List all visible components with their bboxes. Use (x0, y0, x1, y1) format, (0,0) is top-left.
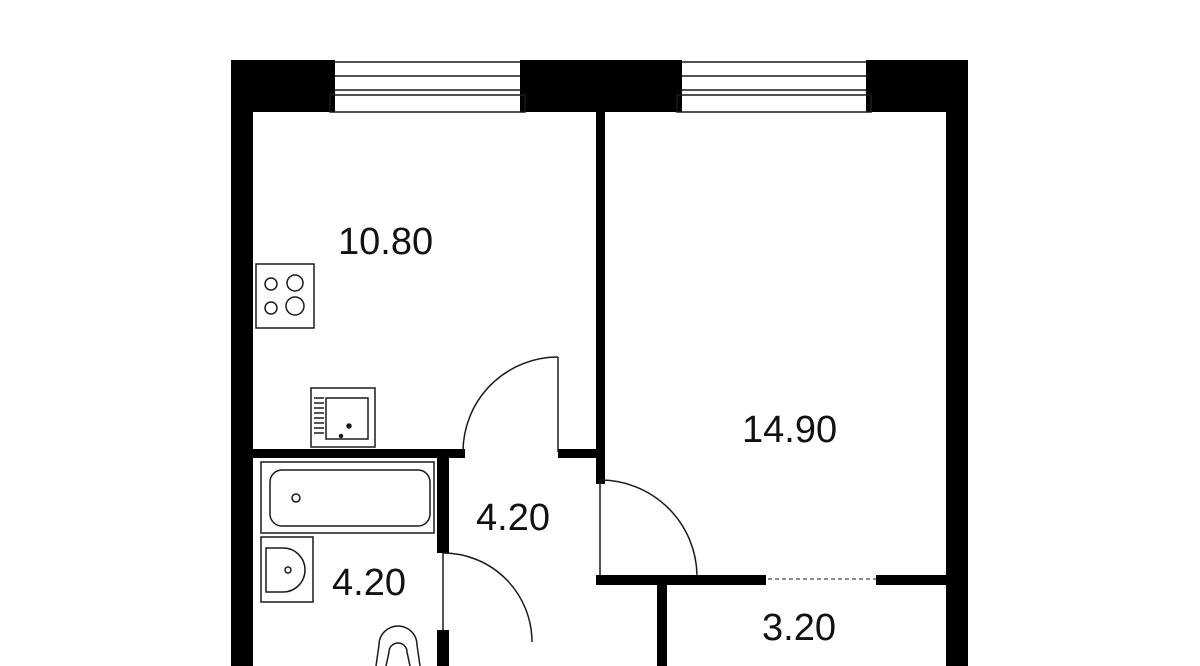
sink-icon (310, 387, 376, 448)
toilet-icon (375, 625, 421, 666)
wall-balcony-left (657, 585, 667, 666)
windows (329, 61, 872, 113)
walls (231, 60, 968, 666)
kitchen-area-label: 10.80 (338, 221, 433, 263)
wall-kitchen-bottom-left (253, 449, 465, 458)
bedroom-area-label: 14.90 (742, 409, 837, 451)
door-bedroom (599, 479, 698, 576)
door-kitchen (462, 356, 559, 453)
wall-top-left (231, 60, 335, 112)
hallway-area-label: 4.20 (476, 497, 550, 539)
window-right (676, 61, 872, 113)
wall-bedroom-bottom-left (596, 575, 766, 585)
wall-kitchen-bottom-right (558, 449, 604, 458)
washbasin-icon (260, 536, 314, 603)
balcony-area-label: 3.20 (762, 607, 836, 649)
door-bathroom (442, 552, 533, 643)
wall-top-right (866, 60, 968, 112)
wall-top-center (520, 60, 682, 112)
bathroom-area-label: 4.20 (332, 562, 406, 604)
wall-bedroom-bottom-right (876, 575, 946, 585)
stove-icon (255, 263, 315, 329)
doors (442, 356, 876, 643)
wall-bathroom-right-bottom (437, 630, 449, 666)
bathtub-icon (260, 461, 435, 534)
window-left (329, 61, 526, 113)
wall-bathroom-right-top (437, 449, 449, 553)
outer-wall-left (231, 60, 253, 666)
partition-kitchen-bedroom (596, 112, 605, 484)
outer-wall-right (946, 60, 968, 666)
